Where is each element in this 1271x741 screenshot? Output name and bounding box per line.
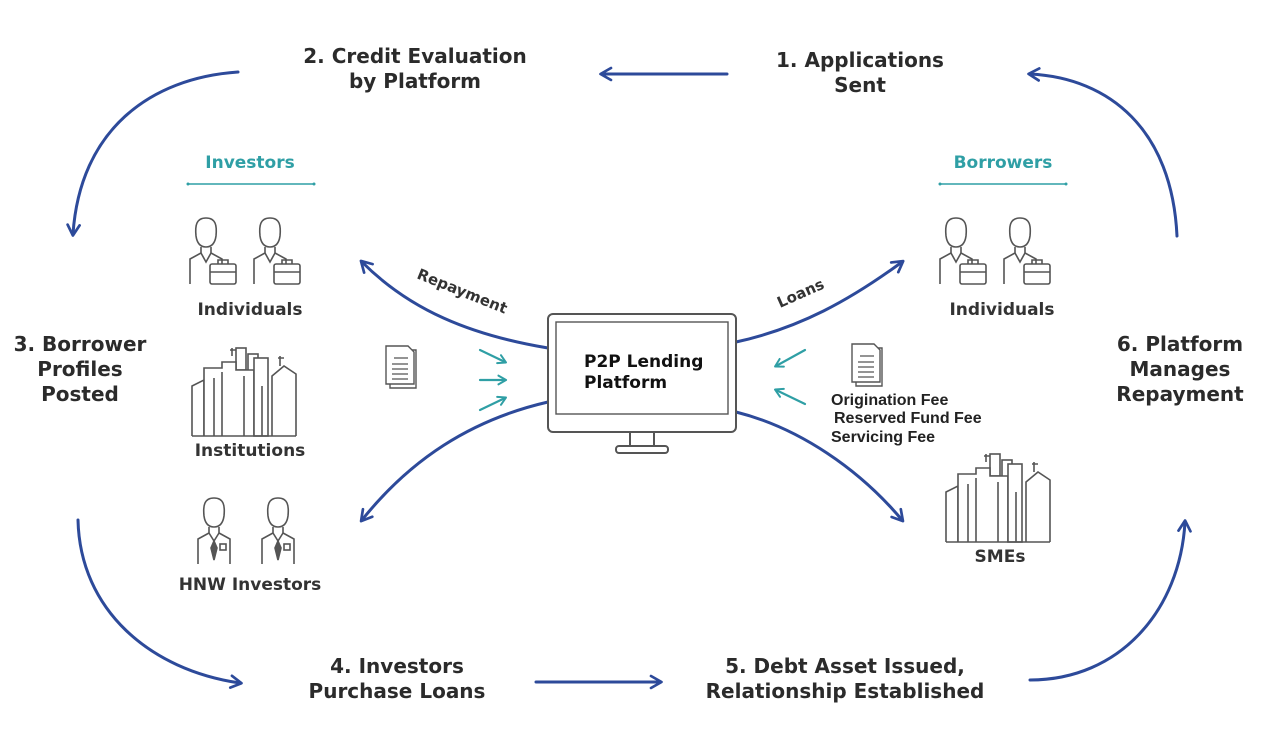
servicing-fee: Servicing Fee (831, 428, 936, 446)
loans-label: Loans (774, 275, 827, 312)
fee-inflow-arrows (774, 348, 807, 406)
repayment-arrow (359, 259, 550, 350)
borrowers-heading: Borrowers (953, 153, 1053, 173)
investor-individuals-icon (189, 217, 301, 285)
hnw-investors-label: HNW Investors (178, 575, 322, 595)
reserved-fund-fee: Reserved Fund Fee (834, 410, 982, 428)
loans-arrow (734, 259, 905, 344)
arrow-step3-to-step4 (76, 518, 243, 689)
arrow-step5-to-step6 (1028, 519, 1192, 682)
smes-label: SMEs (974, 547, 1026, 567)
investors-heading: Investors (205, 153, 295, 173)
step-5-label: 5. Debt Asset Issued,Relationship Establ… (705, 654, 985, 703)
borrower-individuals-label: Individuals (949, 300, 1055, 320)
fee-document-icon (851, 343, 883, 387)
fees-list: Origination Fee Reserved Fund Fee Servic… (831, 392, 1011, 447)
platform-monitor-icon (547, 313, 737, 454)
issue-arrow (734, 410, 905, 523)
hnw-investors-icon (197, 497, 295, 565)
investor-document-icon (385, 345, 417, 389)
investor-inflow-arrows (478, 348, 508, 412)
platform-flow-arrows (359, 259, 905, 523)
institutions-label: Institutions (194, 441, 306, 461)
purchase-arrow (359, 400, 550, 523)
cycle-arrows (66, 66, 1192, 690)
arrow-step6-to-step1 (1027, 67, 1179, 238)
investor-individuals-label: Individuals (197, 300, 303, 320)
origination-fee: Origination Fee (831, 392, 949, 409)
arrow-step2-to-step3 (66, 70, 240, 237)
borrower-individuals-icon (939, 217, 1051, 285)
institutions-icon (191, 347, 297, 437)
smes-icon (945, 453, 1051, 543)
